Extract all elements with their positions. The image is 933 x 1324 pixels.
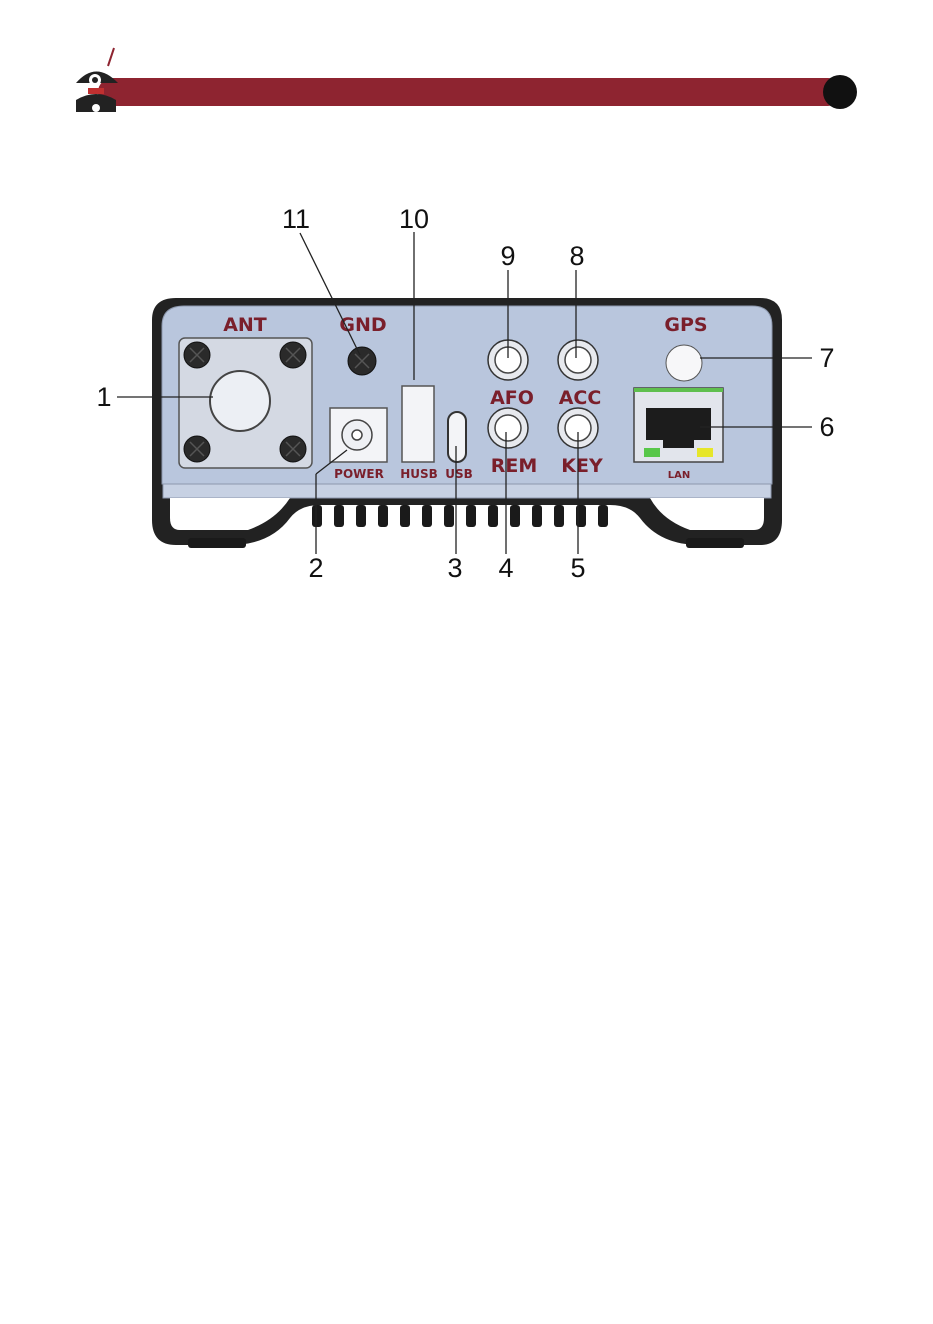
label-usb: USB — [445, 467, 473, 481]
heatsink-fins — [312, 505, 608, 527]
callout-9: 9 — [500, 241, 515, 271]
callout-3: 3 — [447, 553, 462, 583]
label-gnd: GND — [339, 314, 386, 336]
lan-led-green — [644, 448, 660, 457]
label-key: KEY — [561, 455, 603, 477]
label-acc: ACC — [559, 387, 602, 409]
banner-bar — [98, 78, 842, 106]
callout-8: 8 — [569, 241, 584, 271]
left-foot — [188, 538, 246, 548]
label-rem: REM — [491, 455, 538, 477]
label-power: POWER — [334, 467, 384, 481]
callout-5: 5 — [570, 553, 585, 583]
right-foot — [686, 538, 744, 548]
label-afo: AFO — [490, 387, 534, 409]
gps-port — [666, 345, 702, 381]
husb-port — [402, 386, 434, 462]
callout-11: 11 — [282, 204, 310, 234]
panel-lip — [163, 484, 771, 498]
callout-10: 10 — [399, 204, 429, 234]
header-banner — [76, 48, 857, 112]
callout-2: 2 — [308, 553, 323, 583]
power-jack — [330, 408, 387, 462]
ant-connector — [179, 338, 312, 468]
rem-jack — [488, 408, 528, 448]
label-husb: HUSB — [400, 467, 438, 481]
black-circle-icon — [823, 75, 857, 109]
usb-port — [448, 412, 466, 462]
label-lan: LAN — [668, 470, 690, 481]
gnd-screw — [348, 347, 376, 375]
label-ant: ANT — [223, 314, 267, 336]
callout-1: 1 — [96, 382, 111, 412]
pirate-robot-logo-icon — [76, 48, 118, 112]
callout-6: 6 — [819, 412, 834, 442]
label-gps: GPS — [664, 314, 707, 336]
lan-led-yellow — [697, 448, 713, 457]
acc-jack — [558, 340, 598, 380]
callout-7: 7 — [819, 343, 834, 373]
callout-4: 4 — [498, 553, 513, 583]
lan-port — [634, 388, 723, 462]
